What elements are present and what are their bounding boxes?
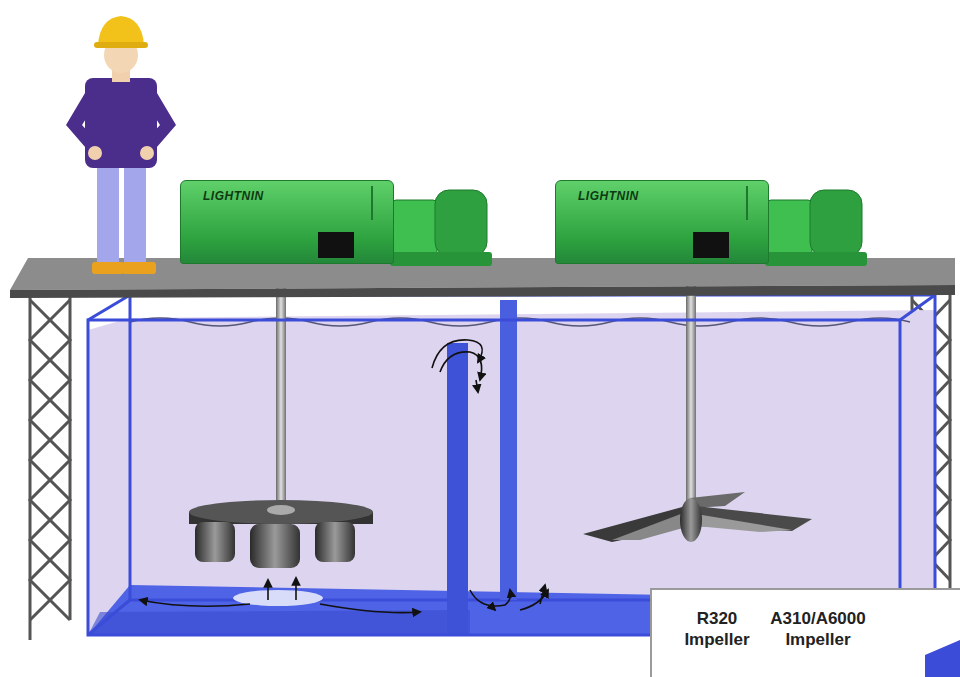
- baffle: [500, 300, 517, 600]
- impeller-caption-box: R320 ImpellerA310/A6000 Impeller: [650, 588, 960, 677]
- a310-impeller: [583, 492, 812, 542]
- tank-wall: [130, 295, 935, 600]
- tank-wall: [88, 295, 935, 635]
- tank-floor-shade: [88, 610, 470, 635]
- shaft: [686, 262, 696, 512]
- r320-impeller: [189, 500, 373, 568]
- gearbox-window: [318, 232, 729, 258]
- impeller-name: R320 Impeller: [672, 608, 762, 677]
- gearbox: LIGHTNIN: [180, 180, 394, 264]
- baffle: [447, 343, 468, 635]
- gearbox-seam: [372, 186, 747, 220]
- shaft: [276, 262, 286, 514]
- brand-logo: LIGHTNIN: [203, 189, 264, 203]
- brand-logo: LIGHTNIN: [578, 189, 639, 203]
- platform-edge: [10, 285, 955, 298]
- worker-figure: [66, 16, 176, 274]
- flow-arrow: [140, 340, 548, 613]
- panel-accent: [925, 640, 960, 677]
- gearbox: LIGHTNIN: [555, 180, 769, 264]
- impeller-name: A310/A6000 Impeller: [762, 608, 874, 677]
